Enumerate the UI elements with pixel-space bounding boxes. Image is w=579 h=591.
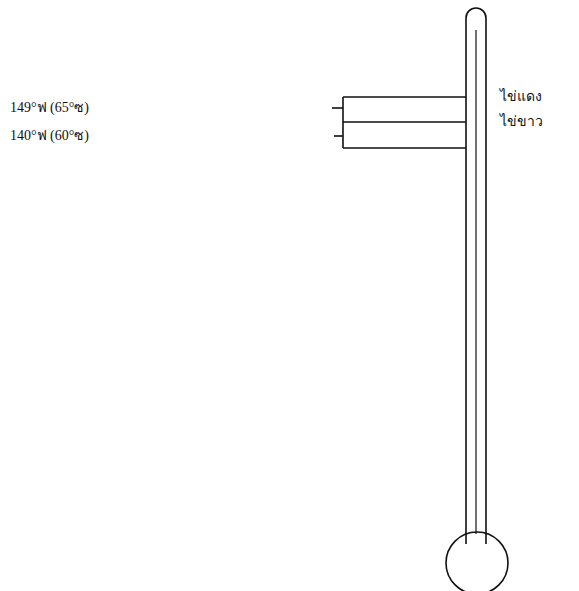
capillary (475, 30, 476, 534)
temperature-label: 149°ฟ (65°ซ) (10, 101, 89, 115)
egg-part-label: ไข่ขาว (500, 115, 543, 129)
lower-line (343, 147, 466, 149)
upper-line (343, 96, 466, 98)
thermometer (446, 8, 508, 591)
temperature-bracket (332, 97, 466, 148)
egg-part-label: ไข่แดง (500, 90, 542, 104)
thermometer-tube (466, 8, 486, 544)
middle-line (343, 121, 466, 123)
tick (332, 107, 343, 109)
tick (334, 135, 343, 137)
thermometer-bulb (446, 532, 508, 591)
temperature-label: 140°ฟ (60°ซ) (10, 129, 89, 143)
bracket-side (342, 97, 344, 148)
